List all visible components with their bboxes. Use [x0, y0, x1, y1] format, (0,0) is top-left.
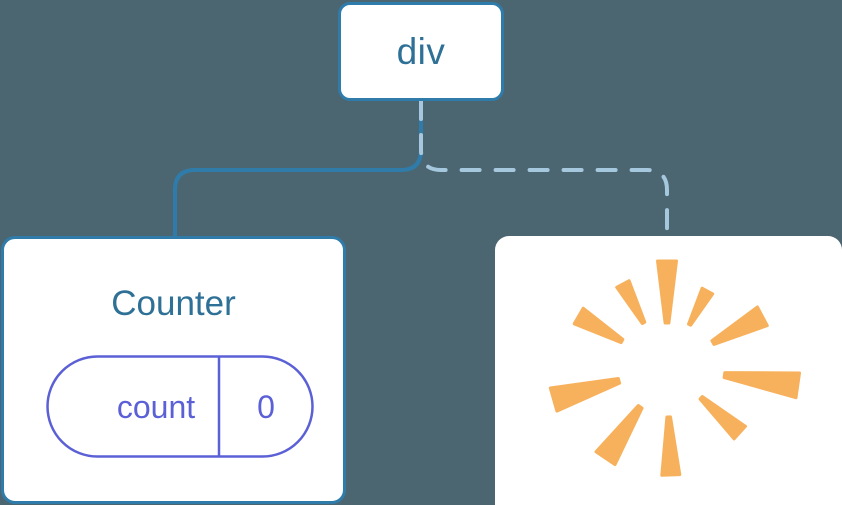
burst-ray-9 [615, 279, 647, 325]
burst-ray-8 [572, 306, 625, 345]
node-render-burst[interactable] [495, 236, 842, 505]
burst-ray-6 [594, 404, 644, 467]
state-pill[interactable]: count 0 [46, 355, 314, 458]
burst-ray-3 [722, 371, 801, 400]
edge-div-to-burst [419, 99, 669, 241]
edge-div-to-counter [173, 99, 423, 241]
burst-ray-5 [660, 415, 682, 477]
render-burst-icon [548, 259, 801, 477]
burst-ray-7 [548, 377, 622, 413]
node-counter[interactable]: Counter count 0 [1, 236, 346, 504]
node-counter-title: Counter [111, 284, 236, 323]
state-key-label: count [116, 389, 196, 425]
node-div-label: div [396, 31, 446, 72]
burst-ray-2 [710, 305, 769, 346]
burst-ray-4 [698, 395, 747, 441]
node-div[interactable]: div [338, 2, 504, 101]
state-value-label: 0 [257, 389, 275, 425]
burst-ray-1 [687, 286, 715, 327]
state-pill-outline [46, 355, 314, 458]
burst-ray-0 [656, 259, 678, 325]
